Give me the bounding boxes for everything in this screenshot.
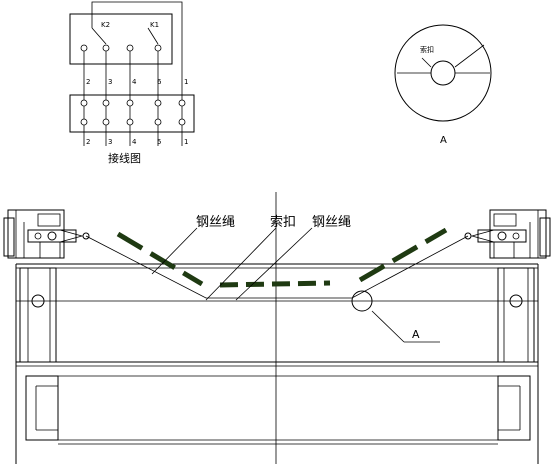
leader-lines: [151, 227, 440, 343]
wire-label-1: 2: [86, 78, 90, 86]
switch-k2-label: K2: [101, 21, 110, 29]
main-assembly: 钢丝绳 索扣 钢丝绳 A: [3, 192, 551, 464]
wires: [83, 51, 183, 100]
frame: [15, 263, 539, 464]
detail-inner-circle: [430, 60, 456, 86]
loop-wire: [91, 1, 183, 86]
wire-rope-thin: [85, 235, 469, 299]
left-switch-unit: [3, 209, 90, 259]
wire-label-4: 6: [157, 78, 162, 86]
clasp-circle: [351, 290, 373, 312]
right-post: [497, 267, 535, 363]
right-post-hole: [509, 294, 523, 308]
out-label-1: 2: [86, 138, 90, 146]
clasp-label: 索扣: [270, 215, 296, 230]
detail-clasp-label: 索扣: [420, 45, 434, 54]
out-label-4: 5: [157, 138, 161, 146]
terminal-block-contacts: [80, 99, 186, 126]
rope-label-left: 钢丝绳: [196, 215, 235, 230]
wiring-caption: 接线图: [108, 151, 141, 165]
out-label-3: 4: [132, 138, 137, 146]
wiring-diagram: K2 K1 2 3 4 6 1: [69, 1, 195, 165]
detail-view-a: 索扣 A: [394, 24, 492, 146]
switch-k1-label: K1: [150, 21, 159, 29]
out-label-5: 1: [184, 138, 188, 146]
wire-rope-dashed: [116, 227, 448, 288]
rope-label-right: 钢丝绳: [312, 215, 351, 230]
out-label-2: 3: [108, 138, 112, 146]
terminal-block: [69, 94, 195, 133]
right-switch-unit: [464, 209, 551, 259]
switch-terminals: [80, 44, 162, 52]
left-post: [19, 267, 57, 363]
wire-label-5: 1: [184, 78, 188, 86]
output-wires: [83, 125, 183, 146]
switch-box: [69, 13, 173, 65]
wire-label-2: 3: [108, 78, 112, 86]
detail-outer-circle: [394, 24, 492, 122]
detail-view-label: A: [440, 135, 447, 146]
view-a-pointer-label: A: [412, 328, 420, 341]
left-post-hole: [31, 294, 45, 308]
wire-label-3: 4: [132, 78, 137, 86]
